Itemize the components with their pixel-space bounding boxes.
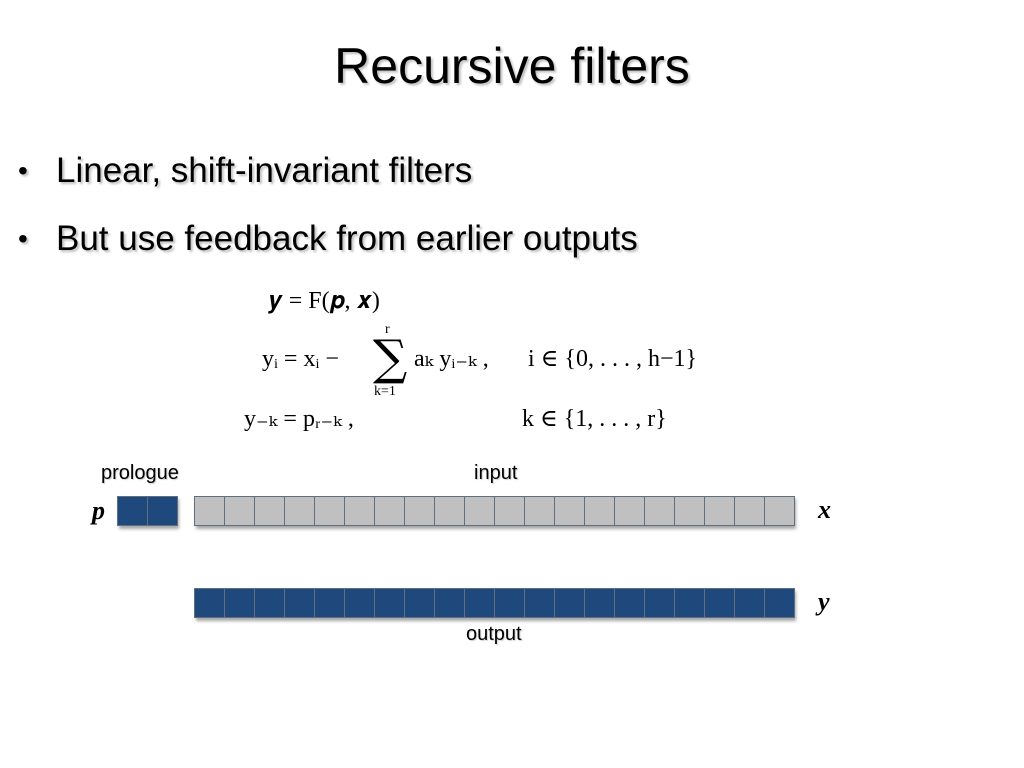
output-cell [254,588,285,618]
output-cell [494,588,525,618]
output-cell [554,588,585,618]
input-cell [524,496,555,526]
output-cell [434,588,465,618]
output-cell [704,588,735,618]
input-cell [254,496,285,526]
input-cell [584,496,615,526]
output-cell [404,588,435,618]
bullet-dot-icon: • [18,155,28,186]
equation-line-2-lhs: yᵢ = xᵢ − [262,346,339,372]
input-cell [464,496,495,526]
output-cell [674,588,705,618]
output-cell [194,588,225,618]
slide-title: Recursive filters [334,38,690,94]
output-cell [314,588,345,618]
input-cell [764,496,795,526]
input-cell [374,496,405,526]
output-cell [764,588,795,618]
output-cell [734,588,765,618]
prologue-cell [147,496,178,526]
equation-line-2-rhs: aₖ yᵢ₋ₖ , [414,346,489,372]
equation-line-3-lhs: y₋ₖ = pᵣ₋ₖ , [244,406,354,432]
input-cell [284,496,315,526]
prologue-label: prologue [101,462,179,484]
prologue-strip [117,496,178,526]
prologue-cell [117,496,148,526]
input-cell [614,496,645,526]
input-cell [194,496,225,526]
input-cell [644,496,675,526]
y-variable-label: y [818,587,830,616]
output-cell [524,588,555,618]
input-cell [554,496,585,526]
bullet-text: But use feedback from earlier outputs [56,219,638,258]
input-cell [224,496,255,526]
input-cell [404,496,435,526]
bullet-item: • But use feedback from earlier outputs [18,216,638,284]
equation-line-3-domain: k ∈ {1, . . . , r} [522,406,667,432]
output-cell [284,588,315,618]
input-strip [194,496,795,526]
sum-upper-limit: r [385,322,390,337]
equation-line-2-domain: i ∈ {0, . . . , h−1} [528,346,698,372]
equation-line-1: 𝒚 = F(𝒑, 𝒙) [268,288,380,314]
input-cell [434,496,465,526]
input-label: input [474,462,518,484]
p-variable-label: p [92,496,105,525]
output-cell [614,588,645,618]
output-cell [374,588,405,618]
bullet-list: • Linear, shift-invariant filters • But … [18,148,638,284]
sum-lower-limit: k=1 [374,384,396,399]
output-cell [644,588,675,618]
input-cell [674,496,705,526]
input-cell [734,496,765,526]
output-strip [194,588,795,618]
input-cell [344,496,375,526]
input-cell [314,496,345,526]
bullet-text: Linear, shift-invariant filters [56,151,473,190]
bullet-item: • Linear, shift-invariant filters [18,148,638,216]
output-cell [224,588,255,618]
summation-symbol: ∑ [373,330,408,386]
output-cell [464,588,495,618]
output-label: output [466,623,522,645]
output-cell [344,588,375,618]
x-variable-label: x [818,495,831,524]
input-cell [704,496,735,526]
bullet-dot-icon: • [18,223,28,254]
output-cell [584,588,615,618]
input-cell [494,496,525,526]
